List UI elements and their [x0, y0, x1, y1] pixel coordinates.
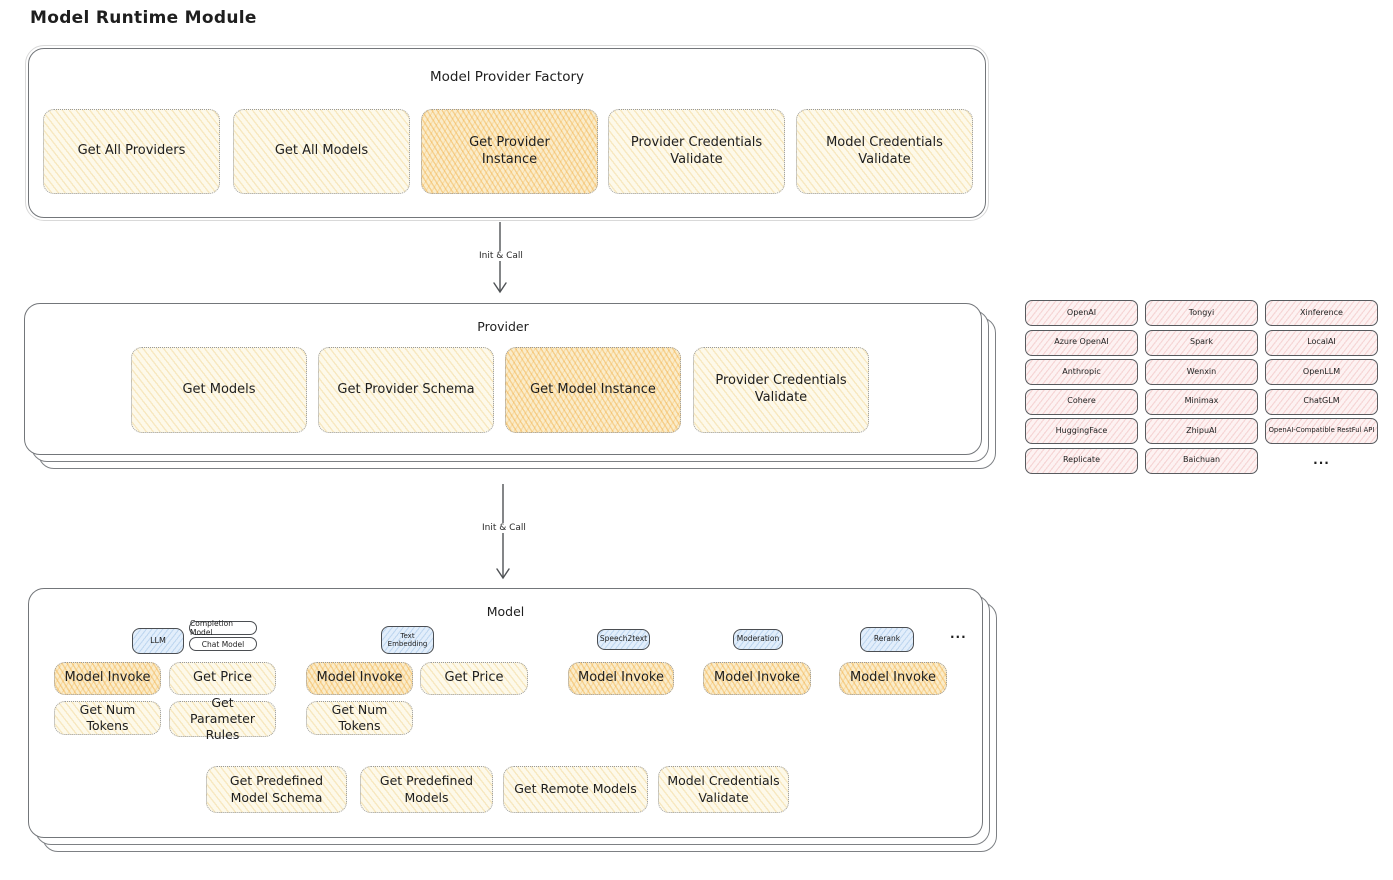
provider-list-ellipsis: ...: [1313, 452, 1330, 467]
node-model-credentials-validate-2: Model Credentials Validate: [658, 766, 789, 813]
node-get-model-instance: Get Model Instance: [505, 347, 681, 433]
node-text-embedding-get-num-tokens: Get Num Tokens: [306, 701, 413, 735]
provider-chip: OpenLLM: [1265, 359, 1378, 385]
node-llm-get-parameter-rules: Get Parameter Rules: [169, 695, 276, 742]
tabs-ellipsis: ...: [950, 627, 967, 641]
node-get-all-models: Get All Models: [233, 109, 410, 194]
provider-title: Provider: [477, 319, 529, 334]
badge-chat-model: Chat Model: [189, 637, 257, 651]
provider-chip: Xinference: [1265, 300, 1378, 326]
node-text-embedding-model-invoke: Model Invoke: [306, 662, 413, 695]
provider-chip: Minimax: [1145, 388, 1258, 415]
provider-list: OpenAI Tongyi Xinference Azure OpenAI Sp…: [1025, 300, 1378, 474]
badge-completion-model: Completion Model: [189, 619, 257, 637]
provider-chip: ZhipuAI: [1145, 418, 1258, 444]
provider-chip: Azure OpenAI: [1025, 329, 1138, 356]
node-get-predefined-models: Get Predefined Models: [360, 766, 493, 813]
tab-rerank: Rerank: [860, 627, 914, 652]
node-model-credentials-validate: Model Credentials Validate: [796, 109, 973, 194]
provider-chip: Replicate: [1025, 447, 1138, 474]
provider-container: Provider Get Models Get Provider Schema …: [24, 303, 982, 455]
model-container: Model LLM Completion Model Chat Model Te…: [28, 588, 983, 838]
provider-chip: LocalAI: [1265, 329, 1378, 356]
provider-chip: OpenAI-Compatible RestFul API: [1265, 418, 1378, 444]
tab-llm: LLM: [132, 628, 184, 654]
model-title: Model: [486, 604, 525, 619]
node-get-all-providers: Get All Providers: [43, 109, 220, 194]
provider-chip: Tongyi: [1145, 300, 1258, 326]
tab-text-embedding: Text Embedding: [381, 626, 434, 654]
node-rerank-model-invoke: Model Invoke: [839, 662, 947, 695]
factory-title: Model Provider Factory: [429, 69, 584, 85]
node-get-predefined-model-schema: Get Predefined Model Schema: [206, 766, 347, 813]
provider-chip: Wenxin: [1145, 359, 1258, 385]
arrow-provider-to-model: [496, 484, 510, 580]
arrow1-label: Init & Call: [476, 251, 526, 261]
node-llm-get-num-tokens: Get Num Tokens: [54, 701, 161, 735]
provider-chip: ChatGLM: [1265, 388, 1378, 415]
provider-chip: Anthropic: [1025, 359, 1138, 385]
node-get-models: Get Models: [131, 347, 307, 433]
tab-moderation: Moderation: [733, 629, 783, 650]
node-provider-credentials-validate: Provider Credentials Validate: [608, 109, 785, 194]
node-text-embedding-get-price: Get Price: [420, 662, 528, 695]
provider-chip: Cohere: [1025, 388, 1138, 415]
factory-container: Model Provider Factory Get All Providers…: [25, 45, 989, 221]
node-llm-get-price: Get Price: [169, 662, 276, 695]
node-llm-model-invoke: Model Invoke: [54, 662, 161, 695]
provider-chip: Spark: [1145, 329, 1258, 356]
node-provider-credentials-validate-2: Provider Credentials Validate: [693, 347, 869, 433]
provider-chip: Baichuan: [1145, 447, 1258, 474]
node-moderation-model-invoke: Model Invoke: [703, 662, 811, 695]
node-get-provider-instance: Get Provider Instance: [421, 109, 598, 194]
node-get-remote-models: Get Remote Models: [503, 766, 648, 813]
provider-chip: HuggingFace: [1025, 418, 1138, 444]
page-title: Model Runtime Module: [30, 8, 257, 28]
provider-chip: OpenAI: [1025, 300, 1138, 326]
node-get-provider-schema: Get Provider Schema: [318, 347, 494, 433]
node-speech2text-model-invoke: Model Invoke: [568, 662, 674, 695]
arrow2-label: Init & Call: [479, 523, 529, 533]
tab-speech2text: Speech2text: [597, 629, 650, 650]
